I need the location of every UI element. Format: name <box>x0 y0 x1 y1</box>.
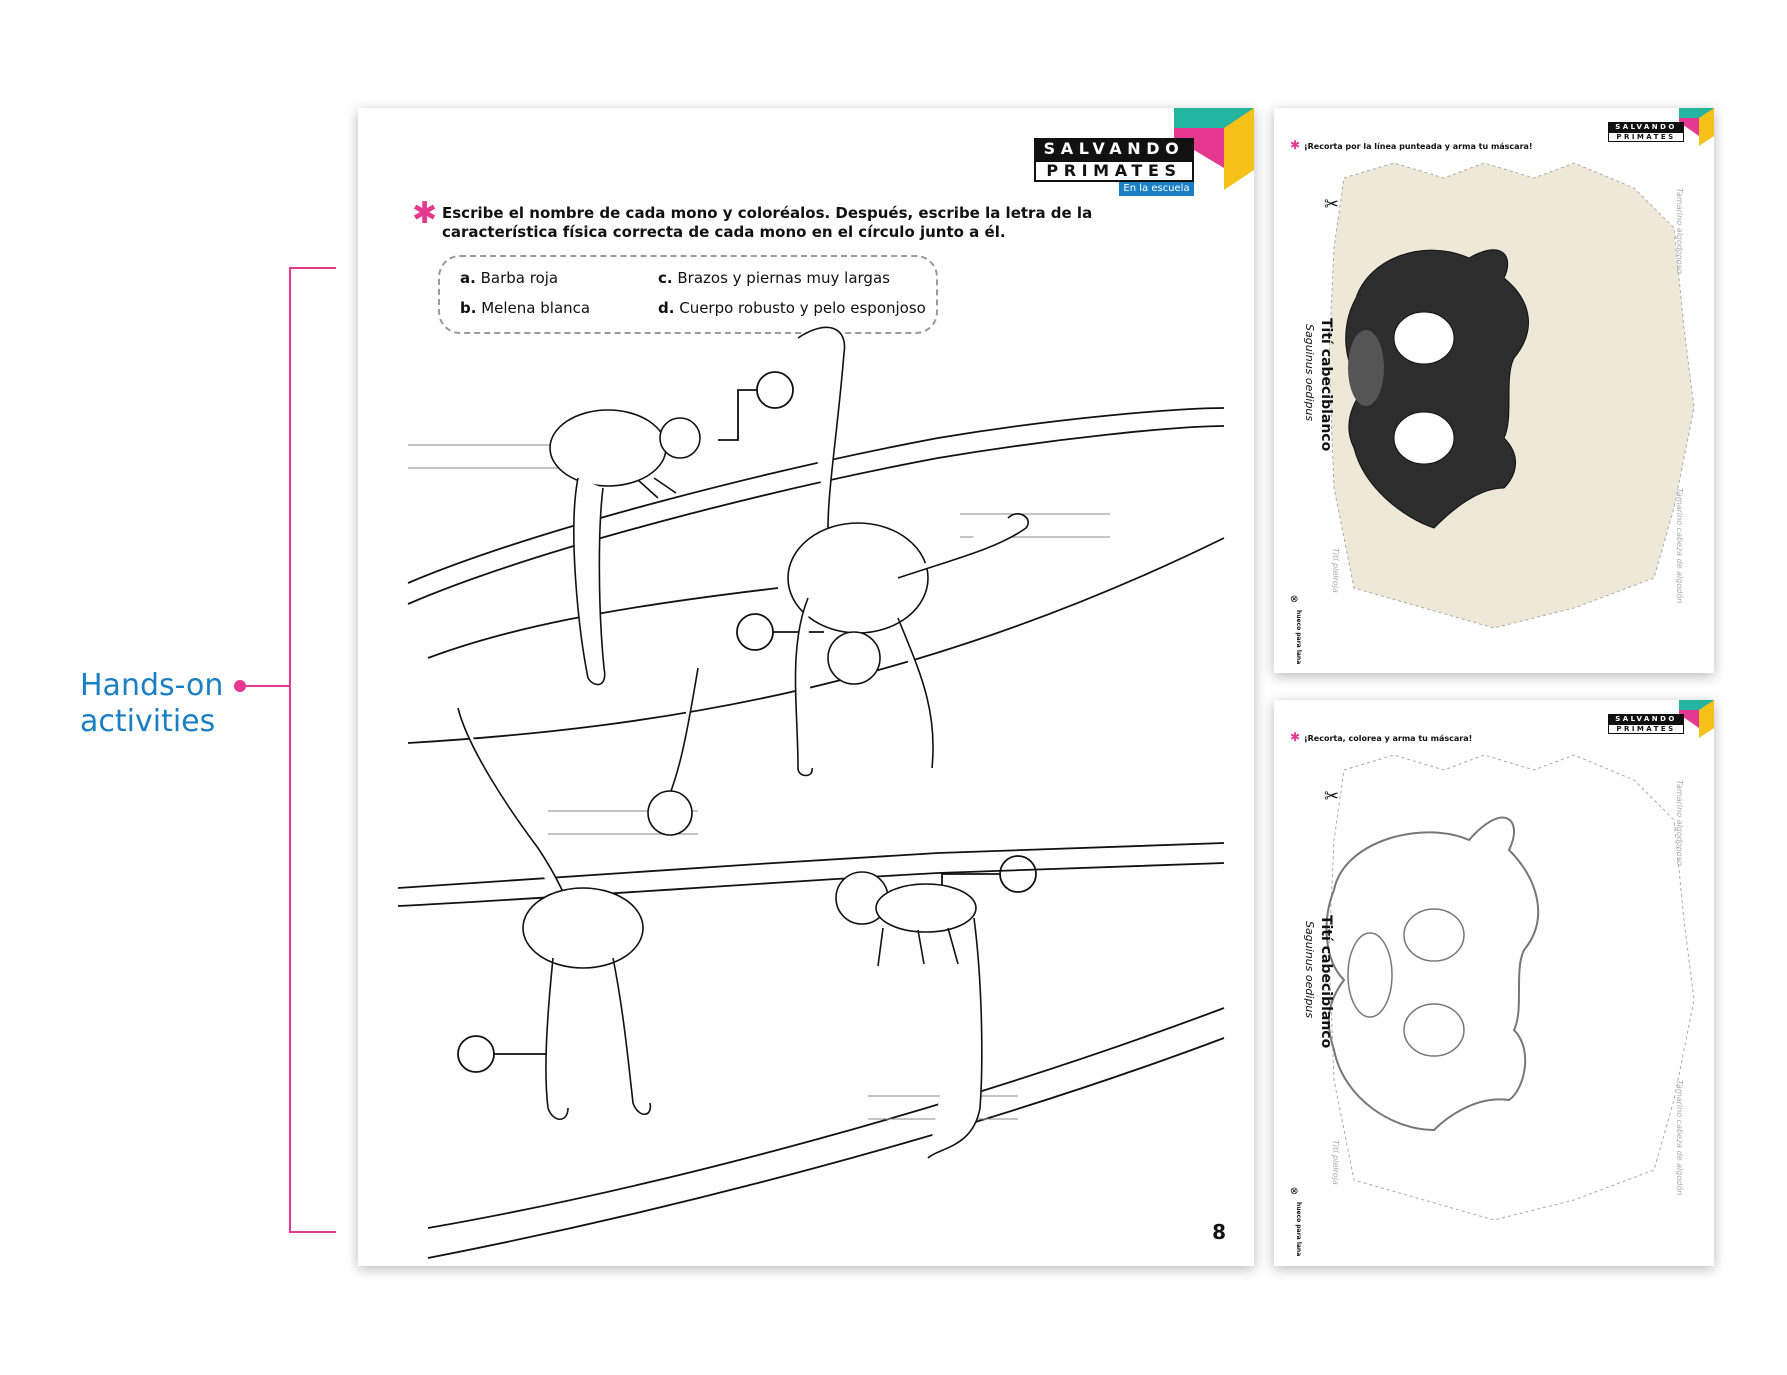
bottom-text: Tití pielroja <box>1331 548 1340 593</box>
bottom-text: Tití pielroja <box>1331 1140 1340 1185</box>
mask-scientific-name: Saguinus oedipus <box>1303 324 1316 422</box>
logo-line-1: SALVANDO <box>1034 138 1194 160</box>
worksheet-instruction: Escribe el nombre de cada mono y coloréa… <box>442 204 1093 241</box>
logo: SALVANDO PRIMATES En la escuela <box>1034 138 1194 196</box>
logo-line-1: SALVANDO <box>1608 714 1684 724</box>
option-text: Brazos y piernas muy largas <box>677 269 890 287</box>
annotation-line-2: activities <box>80 704 216 739</box>
option-letter: b. <box>460 299 477 317</box>
worksheet-page: SALVANDO PRIMATES En la escuela ✱ Escrib… <box>358 108 1254 1266</box>
monkey-illustration <box>397 326 1225 1259</box>
mask-colored <box>1328 162 1695 629</box>
star-icon: ✱ <box>412 196 438 231</box>
logo-tag: En la escuela <box>1119 182 1194 196</box>
side-text-1: Tamarino algodonoso <box>1675 780 1684 866</box>
hole-icon: ⊗ <box>1290 594 1299 605</box>
option-letter: a. <box>460 269 476 287</box>
side-text-2: Tamarino cabeza de algodón <box>1675 1080 1684 1196</box>
mask-name: Tití cabeciblanco <box>1318 915 1334 1049</box>
option-letter: c. <box>658 269 673 287</box>
mask-page-colored: SALVANDO PRIMATES ✱ ¡Recorta por la líne… <box>1274 108 1714 673</box>
logo-small: SALVANDO PRIMATES <box>1608 122 1684 142</box>
logo-line-2: PRIMATES <box>1608 724 1684 734</box>
hands-on-activities-label: Hands-on activities <box>80 668 223 740</box>
hole-label: hueco para lana <box>1295 610 1302 665</box>
option-text: Cuerpo robusto y pelo esponjoso <box>679 299 926 317</box>
logo-line-2: PRIMATES <box>1034 160 1194 182</box>
logo-cube-small <box>1679 700 1714 738</box>
logo-line-1: SALVANDO <box>1608 122 1684 132</box>
logo-small: SALVANDO PRIMATES <box>1608 714 1684 734</box>
logo-cube-small <box>1679 108 1714 146</box>
side-text-2: Tamarino cabeza de algodón <box>1675 488 1684 604</box>
option-text: Barba roja <box>480 269 559 287</box>
page-number: 8 <box>1212 1220 1226 1244</box>
star-icon: ✱ <box>1290 730 1301 744</box>
scissors-icon: ✂ <box>1324 194 1340 214</box>
star-icon: ✱ <box>1290 138 1301 152</box>
mask-name: Tití cabeciblanco <box>1318 318 1334 452</box>
scissors-icon: ✂ <box>1324 786 1340 806</box>
mask-instruction: ¡Recorta por la línea punteada y arma tu… <box>1304 142 1533 151</box>
option-letter: d. <box>658 299 675 317</box>
mask-outline <box>1325 754 1695 1221</box>
side-text-1: Tamarino algodonoso <box>1675 188 1684 274</box>
option-c: c. Brazos y piernas muy largas <box>658 269 890 287</box>
annotation-line-1: Hands-on <box>80 668 224 703</box>
logo-cube <box>1174 108 1254 190</box>
mask-page-outline: SALVANDO PRIMATES ✱ ¡Recorta, colorea y … <box>1274 700 1714 1266</box>
mask-scientific-name: Saguinus oedipus <box>1303 921 1316 1019</box>
logo-line-2: PRIMATES <box>1608 132 1684 142</box>
hole-icon: ⊗ <box>1290 1186 1299 1197</box>
hole-label: hueco para lana <box>1295 1202 1302 1257</box>
options-box: a. Barba roja c. Brazos y piernas muy la… <box>438 255 938 334</box>
option-b: b. Melena blanca <box>460 299 590 317</box>
option-a: a. Barba roja <box>460 269 558 287</box>
option-d: d. Cuerpo robusto y pelo esponjoso <box>658 299 926 317</box>
option-text: Melena blanca <box>481 299 591 317</box>
mask-instruction: ¡Recorta, colorea y arma tu máscara! <box>1304 734 1473 743</box>
